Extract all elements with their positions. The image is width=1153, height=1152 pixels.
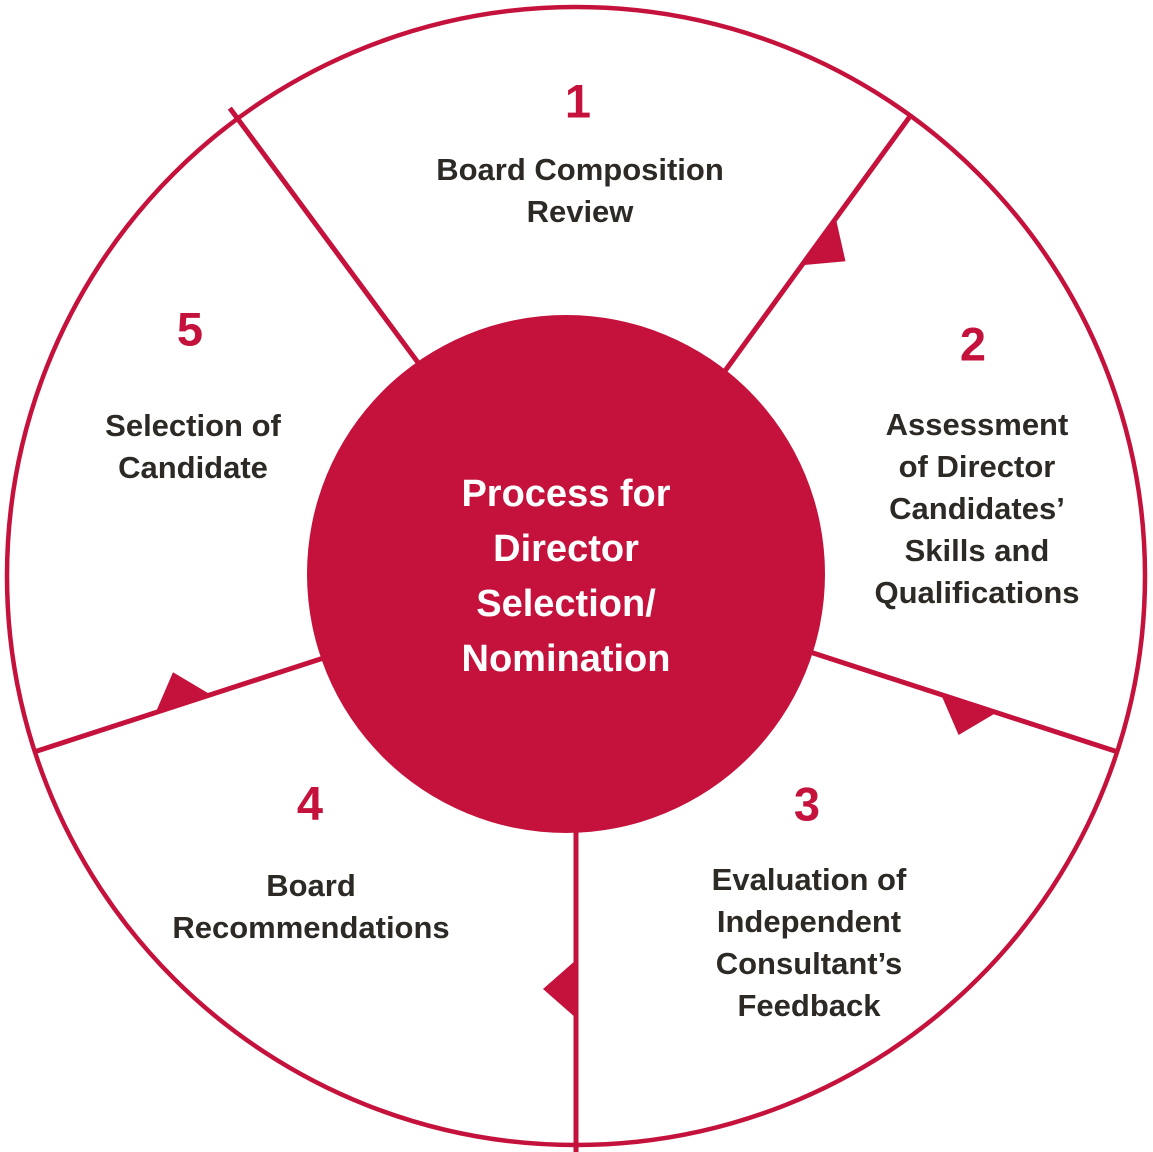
center-title-line: Nomination <box>461 638 671 680</box>
label-line: Board <box>266 868 356 903</box>
segment-4-label: Board Recommendations <box>172 865 449 949</box>
segment-2-label: Assessment of Director Candidates’ Skill… <box>875 404 1080 614</box>
segment-5-number: 5 <box>176 302 204 356</box>
label-line: Recommendations <box>172 910 450 945</box>
segment-4-number: 4 <box>296 776 324 830</box>
divider-5-1 <box>227 106 436 385</box>
divider-2-3 <box>807 649 1118 755</box>
center-hub-circle <box>307 315 825 833</box>
clockwise-arrow-3-4-icon <box>543 960 576 1018</box>
label-line: Candidate <box>118 450 268 485</box>
segment-3-label: Evaluation of Independent Consultant’s F… <box>712 859 907 1027</box>
center-title-line: Selection/ <box>476 583 656 625</box>
label-line: Candidates’ <box>889 491 1065 526</box>
center-title: Process for Director Selection/ Nominati… <box>461 467 670 687</box>
label-line: Independent <box>716 904 902 939</box>
clockwise-arrow-4-5-icon <box>155 672 211 713</box>
center-title-line: Process for <box>461 473 671 515</box>
clockwise-arrow-2-3-icon <box>941 694 997 735</box>
label-line: Feedback <box>737 988 881 1023</box>
label-line: Review <box>526 194 634 229</box>
label-line: Qualifications <box>874 575 1080 610</box>
segment-1-number: 1 <box>564 74 592 128</box>
label-line: Selection of <box>105 408 281 443</box>
segment-3-number: 3 <box>793 777 821 831</box>
label-line: of Director <box>898 449 1056 484</box>
segment-2-number: 2 <box>959 317 987 371</box>
segment-1-label: Board Composition Review <box>436 149 724 233</box>
clockwise-arrow-1-2-icon <box>801 218 846 266</box>
label-line: Assessment <box>885 407 1069 442</box>
label-line: Skills and <box>904 533 1050 568</box>
label-line: Evaluation of <box>711 862 907 897</box>
center-title-line: Director <box>493 528 639 570</box>
segment-5-label: Selection of Candidate <box>105 405 281 489</box>
label-line: Consultant’s <box>715 946 903 981</box>
label-line: Board Composition <box>436 152 724 187</box>
